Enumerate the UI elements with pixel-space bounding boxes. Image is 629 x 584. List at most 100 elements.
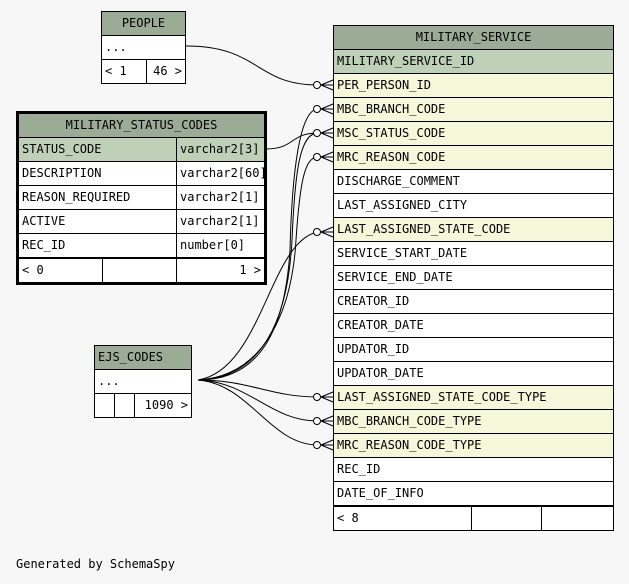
column-name: SERVICE_START_DATE — [337, 246, 468, 260]
generated-by-label: Generated by SchemaSpy — [16, 557, 175, 571]
column-name: MRC_REASON_CODE_TYPE — [337, 438, 482, 452]
child-count[interactable]: 46 > — [153, 64, 182, 78]
table-row: UPDATOR_DATE — [334, 362, 613, 386]
crow-foot — [320, 439, 334, 451]
column-type: varchar2[3] — [180, 142, 260, 156]
edge-ejs-mbc-branch-code-type — [197, 379, 319, 422]
child-count[interactable]: 1090 > — [144, 398, 188, 412]
table-title: EJS_CODES — [95, 346, 191, 370]
table-row: CREATOR_ID — [334, 290, 613, 314]
table-row: DATE_OF_INFO — [334, 482, 613, 506]
table-row: SERVICE_START_DATE — [334, 242, 613, 266]
table-footer: 1090 > — [95, 394, 191, 417]
footer-spacer — [95, 394, 115, 417]
crow-foot — [320, 103, 334, 115]
footer-spacer — [472, 507, 542, 530]
column-name: CREATOR_DATE — [337, 318, 424, 332]
table-row: ACTIVE varchar2[1] — [19, 210, 264, 234]
edge-end-circle — [313, 417, 321, 425]
column-name: DESCRIPTION — [19, 162, 177, 185]
table-row: REC_ID number[0] — [19, 234, 264, 258]
table-row: MILITARY_SERVICE_ID — [334, 50, 613, 74]
table-title: PEOPLE — [102, 12, 185, 36]
footer-spacer — [542, 507, 613, 530]
table-row: REASON_REQUIRED varchar2[1] — [19, 186, 264, 210]
edge-ejs-mrc-reason-code-type — [197, 379, 319, 446]
column-type: varchar2[60] — [180, 166, 264, 180]
edge-people-per-person-id — [185, 45, 319, 86]
column-name: LAST_ASSIGNED_CITY — [337, 198, 468, 212]
ellipsis: ... — [98, 374, 120, 388]
column-name: DATE_OF_INFO — [337, 486, 424, 500]
table-row: LAST_ASSIGNED_STATE_CODE_TYPE — [334, 386, 613, 410]
table-row: PER_PERSON_ID — [334, 74, 613, 98]
edge-end-circle — [313, 105, 321, 113]
table-row: DISCHARGE_COMMENT — [334, 170, 613, 194]
column-name: MSC_STATUS_CODE — [337, 126, 446, 140]
crow-foot — [320, 79, 334, 91]
table-military-status-codes[interactable]: MILITARY_STATUS_CODES STATUS_CODE varcha… — [16, 111, 267, 285]
parent-count[interactable]: < 0 — [19, 259, 103, 282]
crow-foot — [320, 127, 334, 139]
table-row: CREATOR_DATE — [334, 314, 613, 338]
table-row: LAST_ASSIGNED_CITY — [334, 194, 613, 218]
edge-ejs-last-assigned-state-code — [197, 231, 319, 381]
column-name: REC_ID — [19, 234, 177, 257]
column-name: MBC_BRANCH_CODE_TYPE — [337, 414, 482, 428]
child-count[interactable]: 1 > — [239, 263, 261, 277]
column-name: REASON_REQUIRED — [19, 186, 177, 209]
table-military-service[interactable]: MILITARY_SERVICE MILITARY_SERVICE_ID PER… — [333, 25, 614, 531]
footer-spacer — [115, 394, 135, 417]
column-type: varchar2[1] — [180, 214, 260, 228]
table-row: REC_ID — [334, 458, 613, 482]
parent-count[interactable]: < 8 — [334, 507, 472, 530]
table-title: MILITARY_STATUS_CODES — [19, 114, 264, 138]
column-name: UPDATOR_ID — [337, 342, 410, 356]
edge-ejs-last-assigned-state-code-type — [197, 379, 319, 398]
edge-end-circle — [313, 129, 321, 137]
ellipsis-row: ... — [102, 36, 185, 60]
crow-foot — [320, 226, 334, 238]
table-ejs-codes[interactable]: EJS_CODES ... 1090 > — [94, 345, 192, 418]
crow-foot — [320, 151, 334, 163]
column-name: LAST_ASSIGNED_STATE_CODE — [337, 222, 511, 236]
table-footer: < 8 — [334, 506, 613, 530]
column-type: number[0] — [180, 238, 246, 252]
table-row: UPDATOR_ID — [334, 338, 613, 362]
edge-status-msc-status-code — [265, 132, 319, 150]
ellipsis-row: ... — [95, 370, 191, 394]
edge-end-circle — [313, 441, 321, 449]
column-name: MBC_BRANCH_CODE — [337, 102, 446, 116]
crow-foot — [320, 415, 334, 427]
table-row: MBC_BRANCH_CODE — [334, 98, 613, 122]
table-footer: < 0 1 > — [19, 258, 264, 282]
table-footer: < 1 46 > — [102, 60, 185, 83]
table-row: STATUS_CODE varchar2[3] — [19, 138, 264, 162]
edge-end-circle — [313, 81, 321, 89]
table-row: MSC_STATUS_CODE — [334, 122, 613, 146]
edge-end-circle — [313, 393, 321, 401]
column-name: UPDATOR_DATE — [337, 366, 424, 380]
column-type: varchar2[1] — [180, 190, 260, 204]
table-row: MBC_BRANCH_CODE_TYPE — [334, 410, 613, 434]
column-name: REC_ID — [337, 462, 381, 476]
edge-end-circle — [313, 228, 321, 236]
table-row: MRC_REASON_CODE_TYPE — [334, 434, 613, 458]
table-row: DESCRIPTION varchar2[60] — [19, 162, 264, 186]
column-name: PER_PERSON_ID — [337, 78, 431, 92]
table-people[interactable]: PEOPLE ... < 1 46 > — [101, 11, 186, 84]
column-name: CREATOR_ID — [337, 294, 410, 308]
column-name: MILITARY_SERVICE_ID — [337, 54, 475, 68]
edge-ejs-mbc-branch-code — [197, 108, 319, 381]
column-name: LAST_ASSIGNED_STATE_CODE_TYPE — [337, 390, 547, 404]
column-name: SERVICE_END_DATE — [337, 270, 453, 284]
parent-count[interactable]: < 1 — [102, 60, 147, 83]
ellipsis: ... — [105, 40, 127, 54]
edge-ejs-msc-status-code — [197, 132, 319, 381]
column-name: MRC_REASON_CODE — [337, 150, 446, 164]
table-row: SERVICE_END_DATE — [334, 266, 613, 290]
table-row: LAST_ASSIGNED_STATE_CODE — [334, 218, 613, 242]
footer-spacer — [103, 259, 177, 282]
column-name: STATUS_CODE — [19, 138, 177, 161]
